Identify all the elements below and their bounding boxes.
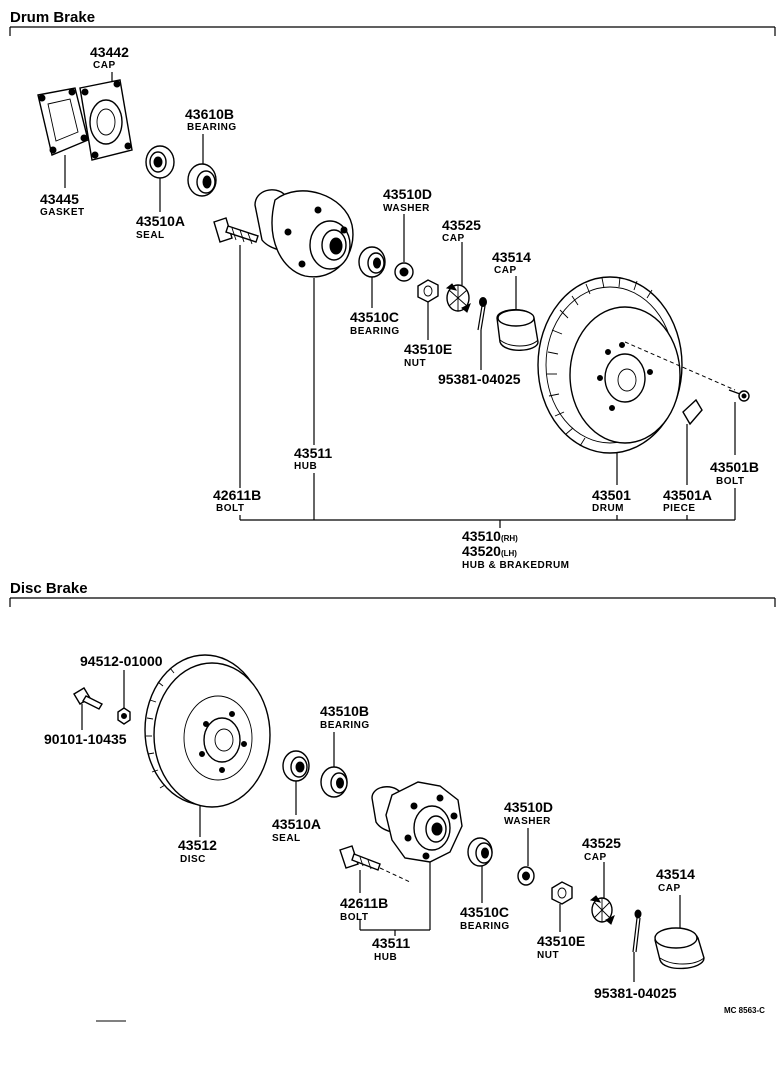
cap-43442-drawing xyxy=(79,79,133,161)
drum-43501a-number: 43501A xyxy=(663,487,712,503)
disc-43510c-number: 43510C xyxy=(460,904,509,920)
drum-43514-name: CAP xyxy=(494,265,517,276)
disc-43510c-name: BEARING xyxy=(460,921,510,932)
drum-43510a-number: 43510A xyxy=(136,213,185,229)
disc-section-title: Disc Brake xyxy=(10,580,88,597)
disc-43510b-name: BEARING xyxy=(320,720,370,731)
disc-43510b-number: 43510B xyxy=(320,703,369,719)
disc-43510d-name: WASHER xyxy=(504,816,551,827)
disc-43510a-number: 43510A xyxy=(272,816,321,832)
bearing-43510c-drawing xyxy=(358,246,386,278)
disc-43510d-number: 43510D xyxy=(504,799,553,815)
drum-43511-name: HUB xyxy=(294,461,317,472)
bearing-43510b-drawing xyxy=(320,766,348,798)
disc-43512-drawing xyxy=(144,654,271,808)
drum-43525-name: CAP xyxy=(442,233,465,244)
hub-43511-disc-drawing xyxy=(371,781,463,863)
drum-43510a-name: SEAL xyxy=(136,230,165,241)
bolt-43501b-drawing xyxy=(728,389,750,402)
hub-43511-drawing xyxy=(254,189,354,278)
drum-bolt-dash xyxy=(624,341,736,391)
disc-94512-number: 94512-01000 xyxy=(80,653,163,669)
drum-43442-number: 43442 xyxy=(90,44,129,60)
drum-43510d-name: WASHER xyxy=(383,203,430,214)
drum-43510e-number: 43510E xyxy=(404,341,452,357)
disc-42611b-number: 42611B xyxy=(340,895,388,911)
seal-43510a-drawing xyxy=(145,145,175,179)
cotter-pin-disc-drawing xyxy=(632,909,642,953)
drum-43610b-name: BEARING xyxy=(187,122,237,133)
washer-43510d-drawing xyxy=(394,262,414,282)
disc-hub-bracket xyxy=(359,920,430,936)
disc-43514-number: 43514 xyxy=(656,866,695,882)
disc-section-frame xyxy=(9,597,776,607)
drum-43511-number: 43511 xyxy=(294,445,332,461)
drum-43501b-name: BOLT xyxy=(716,476,744,487)
drum-43445-name: GASKET xyxy=(40,207,85,218)
bolt-42611b-drawing xyxy=(213,217,259,245)
drum-43501b-number: 43501B xyxy=(710,459,759,475)
cotter-pin-drawing xyxy=(477,297,487,331)
nut-94512-drawing xyxy=(117,707,131,725)
drum-43445-number: 43445 xyxy=(40,191,79,207)
drum-42611b-name: BOLT xyxy=(216,503,244,514)
drum-43501-drawing xyxy=(537,276,683,454)
disc-43511-name: HUB xyxy=(374,952,397,963)
disc-43525-name: CAP xyxy=(584,852,607,863)
drum-43525-number: 43525 xyxy=(442,217,481,233)
bolt-90101-drawing xyxy=(73,687,103,710)
cap-43525-disc-drawing xyxy=(589,895,615,925)
drum-42611b-number: 42611B xyxy=(213,487,261,503)
cap-43525-drawing xyxy=(445,283,471,313)
drum-assembly-name: HUB & BRAKEDRUM xyxy=(462,560,570,571)
disc-95381-number: 95381-04025 xyxy=(594,985,677,1001)
drum-43510c-number: 43510C xyxy=(350,309,399,325)
drum-43510d-number: 43510D xyxy=(383,186,432,202)
gasket-43445-drawing xyxy=(37,87,89,156)
drum-43514-number: 43514 xyxy=(492,249,531,265)
disc-90101-number: 90101-10435 xyxy=(44,731,127,747)
drum-43501-name: DRUM xyxy=(592,503,624,514)
drum-43610b-number: 43610B xyxy=(185,106,234,122)
drum-43510e-name: NUT xyxy=(404,358,426,369)
drum-section-frame xyxy=(9,26,776,36)
drum-assembly-number-rh: 43510(RH) xyxy=(462,528,518,544)
disc-43511-number: 43511 xyxy=(372,935,410,951)
cap-43514-drawing xyxy=(496,309,539,351)
disc-43514-name: CAP xyxy=(658,883,681,894)
disc-43510e-name: NUT xyxy=(537,950,559,961)
drum-95381-number: 95381-04025 xyxy=(438,371,521,387)
cap-43514-disc-drawing xyxy=(654,927,705,970)
disc-43510a-name: SEAL xyxy=(272,833,301,844)
disc-43512-number: 43512 xyxy=(178,837,217,853)
nut-43510e-drawing xyxy=(417,279,439,303)
seal-43510a-disc-drawing xyxy=(282,750,310,782)
piece-43501a-drawing xyxy=(682,398,703,426)
drum-43442-name: CAP xyxy=(93,60,116,71)
drum-assembly-bracket xyxy=(239,473,736,528)
disc-43525-number: 43525 xyxy=(582,835,621,851)
washer-43510d-disc-drawing xyxy=(517,866,535,886)
drum-43501-number: 43501 xyxy=(592,487,631,503)
bolt-42611b-disc-drawing xyxy=(339,845,411,883)
diagram-code: MC 8563-C xyxy=(724,1006,765,1015)
drum-43510c-name: BEARING xyxy=(350,326,400,337)
disc-43512-name: DISC xyxy=(180,854,206,865)
drum-43501a-name: PIECE xyxy=(663,503,696,514)
bearing-43610b-drawing xyxy=(187,163,217,197)
drum-section-title: Drum Brake xyxy=(10,9,95,26)
disc-42611b-name: BOLT xyxy=(340,912,368,923)
drum-assembly-number-lh: 43520(LH) xyxy=(462,543,517,559)
nut-43510e-disc-drawing xyxy=(551,881,573,905)
bearing-43510c-disc-drawing xyxy=(467,837,493,867)
disc-43510e-number: 43510E xyxy=(537,933,585,949)
